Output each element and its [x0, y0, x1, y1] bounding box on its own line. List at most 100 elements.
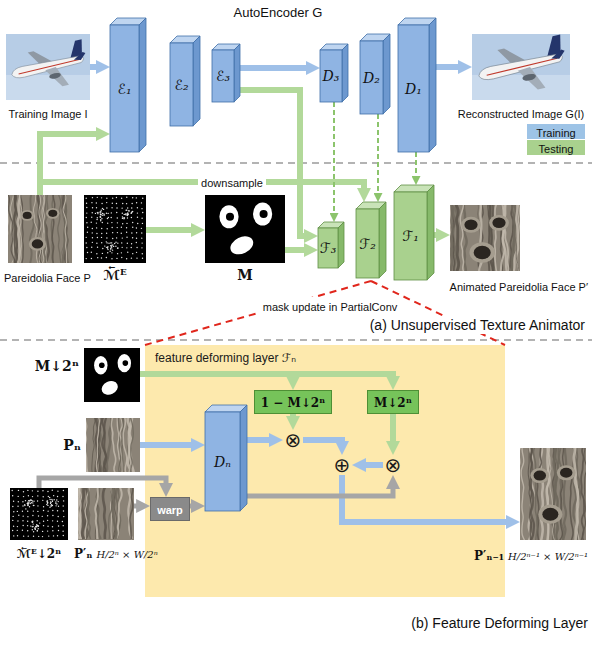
dot — [117, 242, 118, 243]
dot — [131, 212, 132, 213]
dot — [121, 207, 122, 208]
bark-ridge — [18, 195, 22, 263]
dot — [103, 209, 104, 210]
dot — [111, 258, 112, 259]
bark-ridge — [120, 418, 124, 472]
dot — [50, 503, 51, 504]
dot — [111, 245, 112, 246]
dot — [101, 197, 102, 198]
connector-arrow — [415, 152, 417, 180]
dot — [100, 211, 101, 212]
dot — [37, 530, 38, 531]
block-front — [394, 192, 427, 280]
bark-ridge — [548, 448, 555, 540]
dot — [132, 197, 133, 198]
dot — [108, 217, 109, 218]
dot — [50, 502, 51, 503]
legend-text: Training — [536, 127, 575, 139]
bark-ridge — [128, 418, 131, 472]
sky — [6, 34, 90, 100]
dot — [58, 501, 59, 502]
dot — [100, 219, 101, 220]
dot — [17, 526, 18, 527]
bark-picture — [78, 488, 134, 540]
knot-hole — [534, 471, 546, 481]
block-label-holder: D₂ — [360, 41, 383, 114]
bark-ridge — [30, 195, 34, 263]
block-front — [360, 41, 383, 114]
bark-ridge — [491, 205, 494, 271]
dot — [137, 212, 138, 213]
node-text: P′ₙ — [74, 547, 92, 561]
dot — [17, 535, 18, 536]
connector-arrow — [90, 64, 102, 70]
dot — [37, 495, 38, 496]
dot — [101, 233, 102, 234]
bark-ridge — [528, 448, 533, 540]
bark-ridge — [555, 448, 560, 540]
connector-arrow — [303, 440, 342, 447]
bark-ridge — [103, 488, 106, 539]
dot — [106, 202, 107, 203]
dot — [30, 499, 31, 500]
mask-pupil — [226, 213, 234, 221]
image-caption: Pₙ — [63, 436, 81, 454]
dot — [141, 247, 142, 248]
dot — [91, 247, 92, 248]
dot — [127, 214, 128, 215]
dot — [136, 197, 137, 198]
dot — [32, 529, 33, 530]
connector-arrow — [285, 247, 310, 253]
dot — [100, 214, 101, 215]
dot — [117, 232, 118, 233]
dot — [13, 501, 14, 502]
dot — [112, 244, 113, 245]
dot — [57, 510, 58, 511]
dot — [37, 525, 38, 526]
dot — [63, 525, 64, 526]
dot — [28, 503, 29, 504]
airplane — [8, 39, 90, 96]
block-label-holder: ℰ₁ — [110, 25, 139, 152]
dot — [141, 228, 142, 229]
bark-ridge — [82, 488, 84, 539]
dot — [142, 258, 143, 259]
dot — [37, 491, 38, 492]
dot — [57, 496, 58, 497]
bark-ridge — [52, 195, 55, 263]
legend-text: Testing — [539, 143, 574, 155]
dot — [106, 233, 107, 234]
sky — [472, 34, 570, 100]
dot — [104, 245, 105, 246]
bark-ridge — [63, 195, 66, 263]
connector-arrow — [140, 442, 197, 448]
dot — [12, 495, 13, 496]
bark-ridge — [452, 205, 455, 271]
dot — [55, 501, 56, 502]
node-text: H/2ⁿ × W/2ⁿ — [96, 549, 157, 560]
dot — [27, 505, 28, 506]
dot — [124, 214, 125, 215]
dot — [91, 222, 92, 223]
dot — [86, 203, 87, 204]
dot — [37, 520, 38, 521]
dot — [127, 214, 128, 215]
image-panel: Training Image I — [6, 34, 90, 100]
dot — [100, 217, 101, 218]
dot — [62, 496, 63, 497]
dot — [122, 203, 123, 204]
image-caption: P′ₙ₋₁H/2ⁿ⁻¹ × W/2ⁿ⁻¹ — [474, 546, 588, 564]
image-caption: Animated Pareidolia Face P′ — [450, 277, 588, 295]
dot — [115, 246, 116, 247]
image-caption: M — [237, 266, 253, 284]
dot — [131, 217, 132, 218]
block-front — [212, 50, 234, 102]
block-side — [240, 405, 247, 511]
layer-region: feature deforming layer ℱₙ1 − M↓2ⁿM↓2ⁿDₙ… — [145, 345, 505, 597]
dot — [116, 207, 117, 208]
dot — [122, 218, 123, 219]
dot — [52, 530, 53, 531]
dot — [117, 247, 118, 248]
dot — [47, 515, 48, 516]
plane-picture — [6, 34, 90, 100]
